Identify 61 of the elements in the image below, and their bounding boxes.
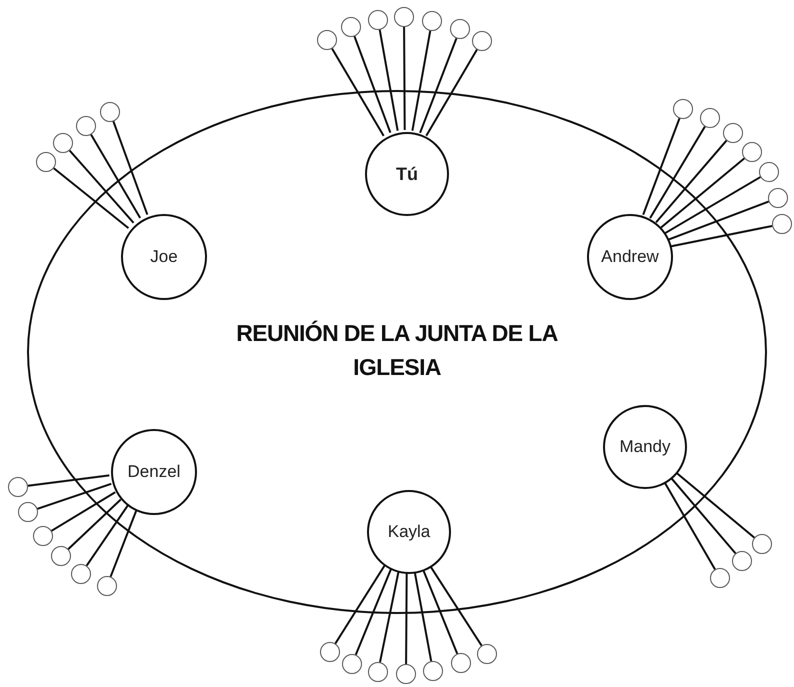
person-name: Denzel <box>128 462 180 482</box>
seat-circle <box>477 644 497 664</box>
seat-circle <box>752 534 772 554</box>
person-name: Mandy <box>619 437 671 457</box>
person-name: Andrew <box>601 247 659 267</box>
connector-line <box>354 36 392 133</box>
person-name: Joe <box>150 247 178 267</box>
seat-circle <box>8 477 28 497</box>
connector-line <box>331 48 384 136</box>
connector-line <box>68 498 122 550</box>
connector-line <box>51 491 116 532</box>
seat-circle <box>768 188 788 208</box>
seat-circle <box>396 664 416 684</box>
person-name: Tú <box>396 164 418 184</box>
connector-line <box>422 568 458 654</box>
meeting-title: REUNIÓN DE LA JUNTA DE LA IGLESIA <box>235 319 559 382</box>
connector-line <box>428 564 482 646</box>
seat-circle <box>320 642 340 662</box>
seat-circle <box>472 31 492 51</box>
seat-circle <box>450 19 470 39</box>
person-name: Kayla <box>388 522 430 542</box>
seat-circle <box>368 10 388 30</box>
seat-circle <box>422 11 442 31</box>
connector-line <box>642 118 680 216</box>
connector-line <box>664 176 761 234</box>
connector-line <box>112 121 148 215</box>
connector-line <box>378 30 399 131</box>
connector-line <box>403 27 406 130</box>
connector-line <box>668 200 769 241</box>
seat-circle <box>18 502 38 522</box>
connector-line <box>379 570 400 662</box>
connector-line <box>28 474 110 487</box>
connector-line <box>411 30 432 131</box>
connector-line <box>414 571 432 662</box>
connector-line <box>334 564 386 644</box>
connector-line <box>663 480 716 570</box>
connector-line <box>419 38 458 134</box>
connector-line <box>405 572 408 664</box>
connector-line <box>68 150 134 224</box>
connector-line <box>86 504 129 566</box>
connector-line <box>674 471 755 538</box>
seat-circle <box>368 662 388 682</box>
connector-line <box>670 225 772 248</box>
seat-circle <box>423 661 443 681</box>
connector-line <box>110 510 138 578</box>
connector-line <box>649 126 706 219</box>
seat-circle <box>759 162 779 182</box>
seat-circle <box>317 30 337 50</box>
connector-line <box>354 568 392 656</box>
seat-circle <box>451 653 471 673</box>
connector-line <box>53 167 130 229</box>
seat-circle <box>772 214 792 234</box>
connector-line <box>670 476 736 554</box>
seat-circle <box>394 7 414 27</box>
connector-line <box>660 158 745 228</box>
seat-circle <box>341 17 361 37</box>
connector-line <box>655 140 728 224</box>
seat-circle <box>342 654 362 674</box>
connector-line <box>90 134 142 218</box>
connector-line <box>37 482 112 510</box>
connector-line <box>425 49 478 136</box>
